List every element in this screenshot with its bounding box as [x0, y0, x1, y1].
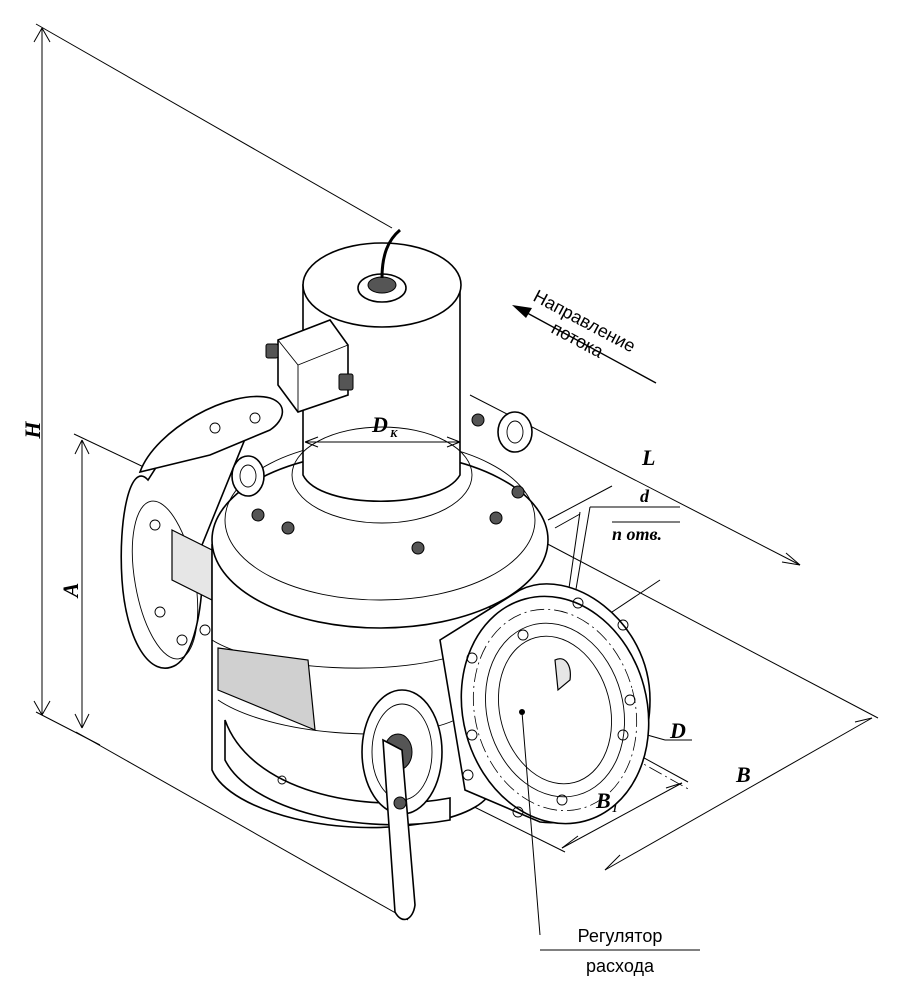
- flow-regulator: [361, 689, 541, 936]
- label-dk: D: [371, 412, 388, 437]
- label-diameter: D: [669, 718, 686, 743]
- label-h: H: [20, 421, 45, 440]
- dim-a: [73, 433, 409, 921]
- right-flange: [439, 583, 651, 825]
- dim-h: [33, 23, 393, 746]
- label-b1-sub: 1: [612, 803, 618, 815]
- label-hole-count: n отв.: [612, 524, 662, 544]
- label-b1: B: [595, 788, 611, 813]
- label-hole-d: d: [640, 486, 650, 506]
- label-a: A: [58, 583, 83, 600]
- solenoid-actuator: [231, 228, 533, 524]
- left-flange: [120, 395, 284, 669]
- dim-dk: [304, 436, 461, 448]
- regulator-note-line2: расхода: [586, 956, 655, 976]
- label-dk-sub: К: [389, 428, 398, 440]
- dim-d: [547, 485, 680, 596]
- flow-arrow: [512, 305, 657, 384]
- label-b: B: [735, 762, 751, 787]
- label-l: L: [641, 445, 655, 470]
- regulator-note-line1: Регулятор: [578, 926, 663, 946]
